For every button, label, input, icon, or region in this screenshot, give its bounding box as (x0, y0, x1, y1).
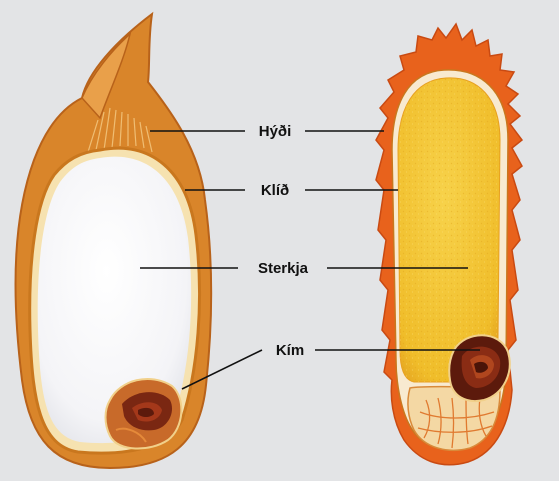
label-starch: Sterkja (258, 260, 309, 277)
label-bran: Klíð (261, 182, 289, 199)
left-germ (106, 379, 182, 449)
right-grain (376, 24, 522, 465)
label-husk: Hýði (259, 123, 292, 140)
label-germ: Kím (276, 342, 304, 359)
left-grain (16, 14, 212, 468)
